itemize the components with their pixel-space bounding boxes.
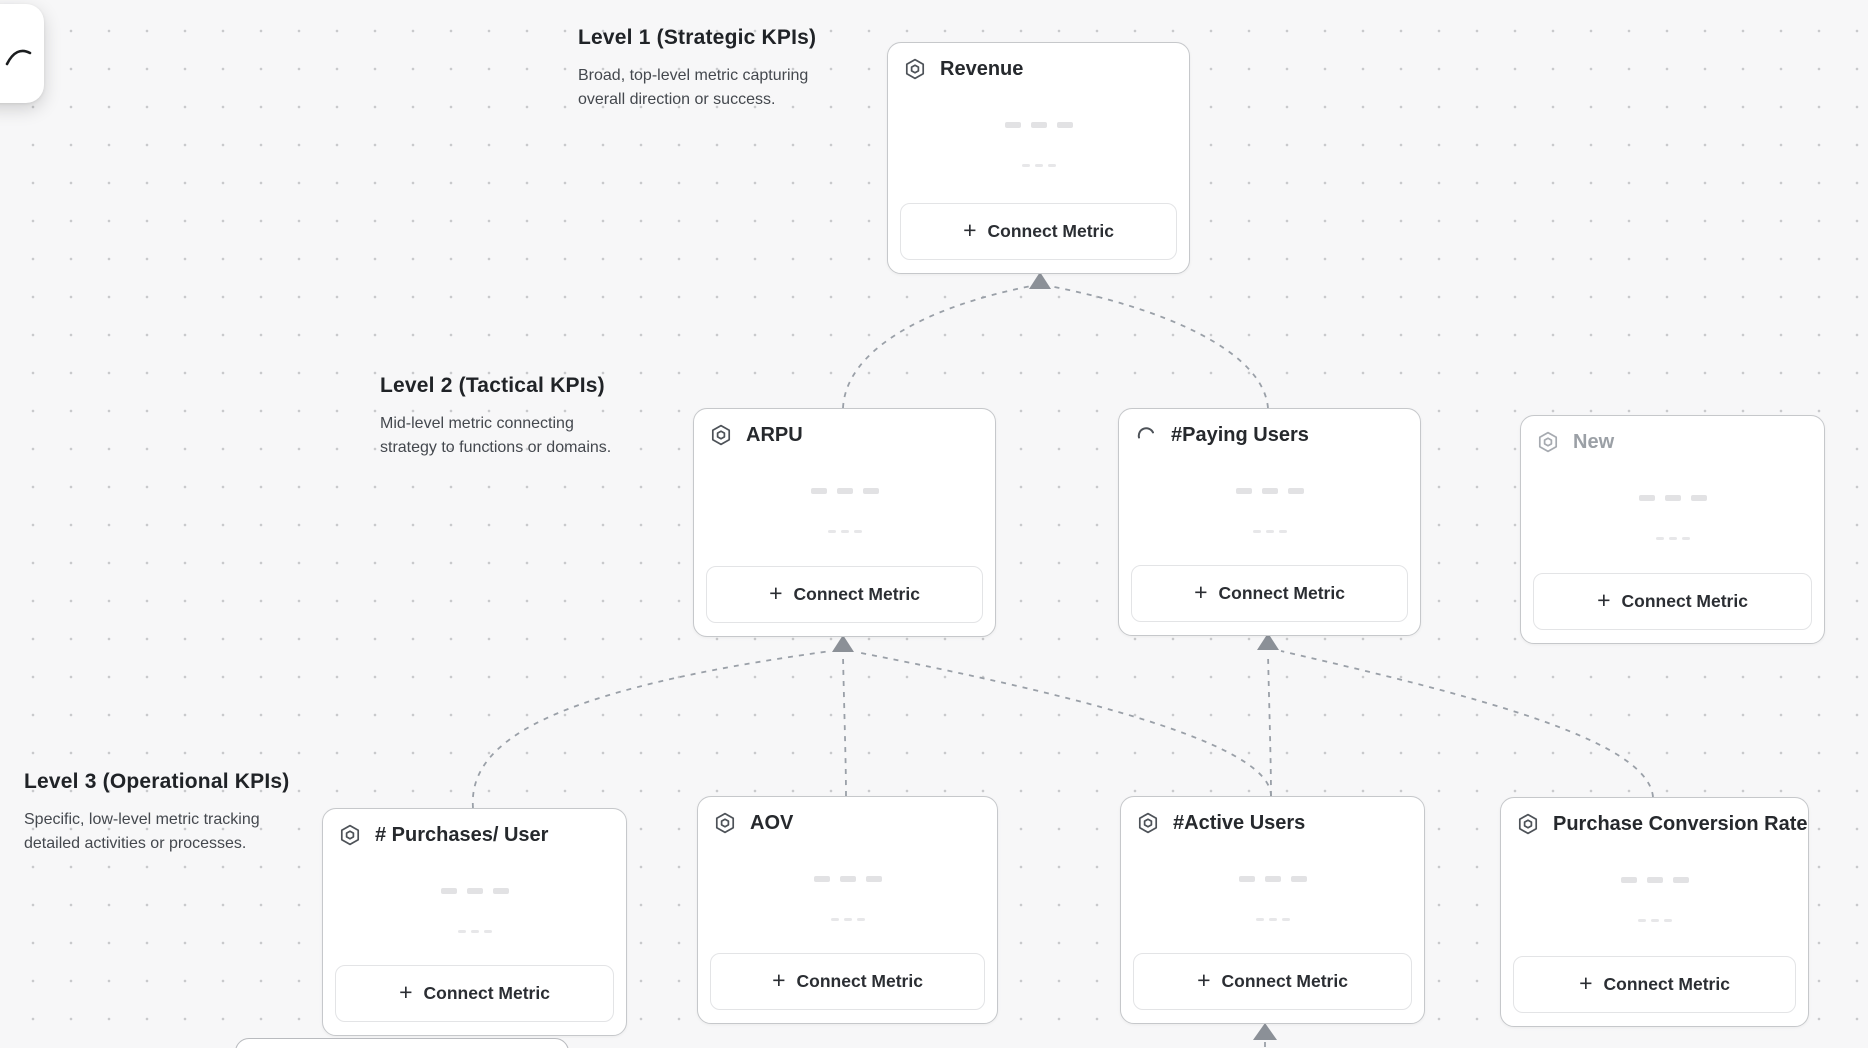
connect-metric-button[interactable]: + Connect Metric	[1533, 573, 1812, 630]
connect-metric-label: Connect Metric	[987, 221, 1114, 241]
skeleton-placeholder	[1121, 918, 1424, 921]
connect-metric-label: Connect Metric	[1218, 583, 1345, 603]
level1-description: Broad, top-level metric capturing overal…	[578, 67, 809, 108]
metric-card-title: #Paying Users	[1171, 423, 1309, 446]
plus-icon: +	[399, 979, 413, 1005]
metric-card-title: # Purchases/ User	[375, 823, 549, 846]
hexagon-metric-icon	[1136, 811, 1160, 835]
spinner-icon	[1134, 423, 1158, 447]
connect-metric-button[interactable]: + Connect Metric	[1513, 956, 1796, 1013]
connector-payingusers-to-revenue	[1048, 285, 1269, 409]
card-header: New	[1536, 430, 1812, 454]
connect-metric-button[interactable]: + Connect Metric	[335, 965, 614, 1022]
metric-card-arpu[interactable]: ARPU + Connect Metric	[693, 408, 996, 637]
arrowhead-into-revenue	[1029, 272, 1051, 289]
connect-metric-label: Connect Metric	[793, 584, 920, 604]
skeleton-placeholder	[694, 530, 995, 533]
card-header: Revenue	[903, 57, 1177, 81]
plus-icon: +	[1197, 967, 1211, 993]
metric-card-purchase-conversion-rate[interactable]: Purchase Conversion Rate + Connect Metri…	[1500, 797, 1809, 1027]
metric-card-revenue[interactable]: Revenue + Connect Metric	[887, 42, 1190, 274]
arrowhead-into-activeusers	[1253, 1023, 1277, 1040]
plus-icon: +	[769, 580, 783, 606]
arrowhead-into-arpu	[832, 635, 854, 652]
plus-icon: +	[772, 967, 786, 993]
level2-title: Level 2 (Tactical KPIs)	[380, 374, 605, 397]
skeleton-placeholder	[1119, 530, 1420, 533]
skeleton-placeholder	[323, 930, 626, 933]
connector-arpu-to-revenue	[842, 285, 1032, 409]
plus-icon: +	[1194, 579, 1208, 605]
card-header: #Active Users	[1136, 811, 1412, 835]
hexagon-metric-icon	[903, 57, 927, 81]
skeleton-placeholder	[1501, 919, 1808, 922]
skeleton-placeholder	[323, 888, 626, 894]
level2-label: Level 2 (Tactical KPIs) Mid-level metric…	[380, 374, 640, 460]
connect-metric-label: Connect Metric	[796, 971, 923, 991]
skeleton-placeholder	[1501, 877, 1808, 883]
metric-card-title: ARPU	[746, 423, 803, 446]
metric-card-title: AOV	[750, 811, 794, 834]
metric-card-title: Revenue	[940, 57, 1024, 80]
connect-metric-button[interactable]: + Connect Metric	[900, 203, 1177, 260]
hexagon-metric-icon	[709, 423, 733, 447]
hexagon-metric-icon	[1536, 430, 1560, 454]
connect-metric-button[interactable]: + Connect Metric	[706, 566, 983, 623]
pen-stroke-icon	[5, 49, 32, 66]
metric-card-title: Purchase Conversion Rate	[1553, 812, 1808, 835]
skeleton-placeholder	[1121, 876, 1424, 882]
metric-card-partial-bottom[interactable]	[235, 1038, 569, 1048]
plus-icon: +	[963, 217, 977, 243]
metric-card-new[interactable]: New + Connect Metric	[1520, 415, 1825, 644]
connect-metric-button[interactable]: + Connect Metric	[1131, 565, 1408, 622]
connect-metric-label: Connect Metric	[1621, 591, 1748, 611]
plus-icon: +	[1597, 587, 1611, 613]
level3-label: Level 3 (Operational KPIs) Specific, low…	[24, 770, 304, 856]
metric-card-title: New	[1573, 430, 1615, 453]
skeleton-placeholder	[698, 876, 997, 882]
level1-label: Level 1 (Strategic KPIs) Broad, top-leve…	[578, 26, 838, 112]
hexagon-metric-icon	[338, 823, 362, 847]
metric-card-active-users[interactable]: #Active Users + Connect Metric	[1120, 796, 1425, 1024]
card-header: ARPU	[709, 423, 983, 447]
skeleton-placeholder	[888, 164, 1189, 167]
skeleton-placeholder	[698, 918, 997, 921]
connect-metric-label: Connect Metric	[1221, 971, 1348, 991]
connect-metric-button[interactable]: + Connect Metric	[710, 953, 985, 1010]
connector-activeusers-to-arpu	[855, 651, 1272, 797]
connector-pcr-to-payingusers	[1280, 650, 1654, 798]
skeleton-placeholder	[694, 488, 995, 494]
card-header: AOV	[713, 811, 985, 835]
connect-metric-label: Connect Metric	[423, 983, 550, 1003]
hexagon-metric-icon	[713, 811, 737, 835]
metric-card-purchases-per-user[interactable]: # Purchases/ User + Connect Metric	[322, 808, 627, 1036]
level3-title: Level 3 (Operational KPIs)	[24, 770, 290, 793]
connector-activeusers-to-payingusers	[1267, 652, 1272, 797]
skeleton-placeholder	[1521, 537, 1824, 540]
level3-description: Specific, low-level metric tracking deta…	[24, 811, 260, 852]
hexagon-metric-icon	[1516, 812, 1540, 836]
connect-metric-label: Connect Metric	[1603, 974, 1730, 994]
skeleton-placeholder	[888, 122, 1189, 128]
card-header: Purchase Conversion Rate	[1516, 812, 1808, 836]
metric-card-aov[interactable]: AOV + Connect Metric	[697, 796, 998, 1024]
card-header: #Paying Users	[1134, 423, 1408, 447]
plus-icon: +	[1579, 970, 1593, 996]
metric-card-paying-users[interactable]: #Paying Users + Connect Metric	[1118, 408, 1421, 636]
connector-purchases-to-arpu	[471, 650, 832, 809]
level1-title: Level 1 (Strategic KPIs)	[578, 26, 817, 49]
connect-metric-button[interactable]: + Connect Metric	[1133, 953, 1412, 1010]
card-header: # Purchases/ User	[338, 823, 614, 847]
connector-aov-to-arpu	[842, 654, 847, 797]
skeleton-placeholder	[1119, 488, 1420, 494]
level2-description: Mid-level metric connecting strategy to …	[380, 415, 612, 456]
corner-tool-panel[interactable]	[0, 4, 44, 103]
metric-card-title: #Active Users	[1173, 811, 1306, 834]
skeleton-placeholder	[1521, 495, 1824, 501]
